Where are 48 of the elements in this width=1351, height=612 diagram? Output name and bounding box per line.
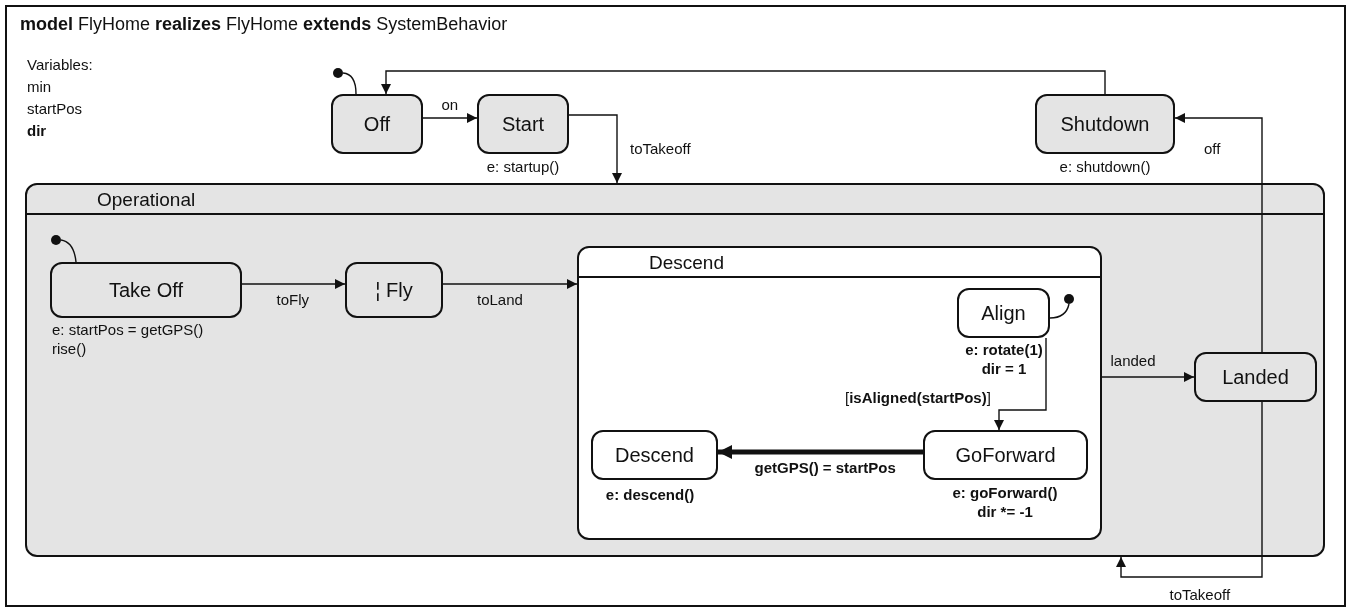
- edge-label: off: [1202, 140, 1223, 157]
- initial-transition-line: [342, 72, 357, 95]
- entry-action-text: e: descend(): [604, 486, 696, 505]
- variable-name: startPos: [27, 100, 83, 117]
- edge-label: [isAligned(startPos)]: [843, 389, 993, 406]
- state-title: Operational: [97, 189, 196, 211]
- initial-state-dot: [51, 235, 61, 245]
- transition-arrow: [241, 279, 346, 289]
- transition-arrow: [442, 279, 578, 289]
- transition-arrow: [422, 113, 478, 123]
- edge-label: toTakeoff: [1167, 586, 1233, 603]
- state-box: Start: [477, 94, 569, 154]
- initial-state-dot: [333, 68, 343, 78]
- state-box: Shutdown: [1035, 94, 1175, 154]
- transition-arrow: [381, 70, 1106, 95]
- state-box: Align: [957, 288, 1050, 338]
- edge-label: toFly: [274, 291, 311, 308]
- entry-action-text: e: rotate(1) dir = 1: [964, 341, 1044, 379]
- transition-arrow: [1174, 113, 1263, 353]
- initial-state-dot: [1064, 294, 1074, 304]
- state-box: Landed: [1194, 352, 1317, 402]
- edge-label: getGPS() = startPos: [752, 459, 898, 476]
- entry-action-text: e: startPos = getGPS() rise(): [52, 321, 205, 359]
- composite-state: [25, 183, 1325, 557]
- entry-action-text: e: shutdown(): [1058, 158, 1152, 177]
- state-box: Off: [331, 94, 423, 154]
- edge-label: toTakeoff: [628, 140, 693, 157]
- initial-transition-line: [1049, 303, 1070, 319]
- heading-text: Variables:: [27, 56, 93, 73]
- transition-arrow: [1101, 372, 1195, 382]
- entry-action-text: e: startup(): [485, 158, 561, 177]
- composite-state: [577, 246, 1102, 540]
- state-box: ¦ Fly: [345, 262, 443, 318]
- edge-label: landed: [1108, 352, 1158, 369]
- diagram-title: model FlyHome realizes FlyHome extends SystemBehavior: [20, 14, 508, 35]
- initial-transition-line: [60, 239, 77, 263]
- state-box: Take Off: [50, 262, 242, 318]
- transition-arrow: [568, 114, 622, 184]
- state-box: Descend: [591, 430, 718, 480]
- state-box: GoForward: [923, 430, 1088, 480]
- transition-arrow: [718, 445, 923, 459]
- state-title: Descend: [649, 252, 724, 274]
- entry-action-text: e: goForward() dir *= -1: [951, 484, 1059, 522]
- transition-arrow: [1116, 401, 1263, 578]
- variable-name: dir: [27, 122, 47, 139]
- transition-arrow: [994, 337, 1047, 431]
- variable-name: min: [27, 78, 52, 95]
- edge-label: toLand: [475, 291, 525, 308]
